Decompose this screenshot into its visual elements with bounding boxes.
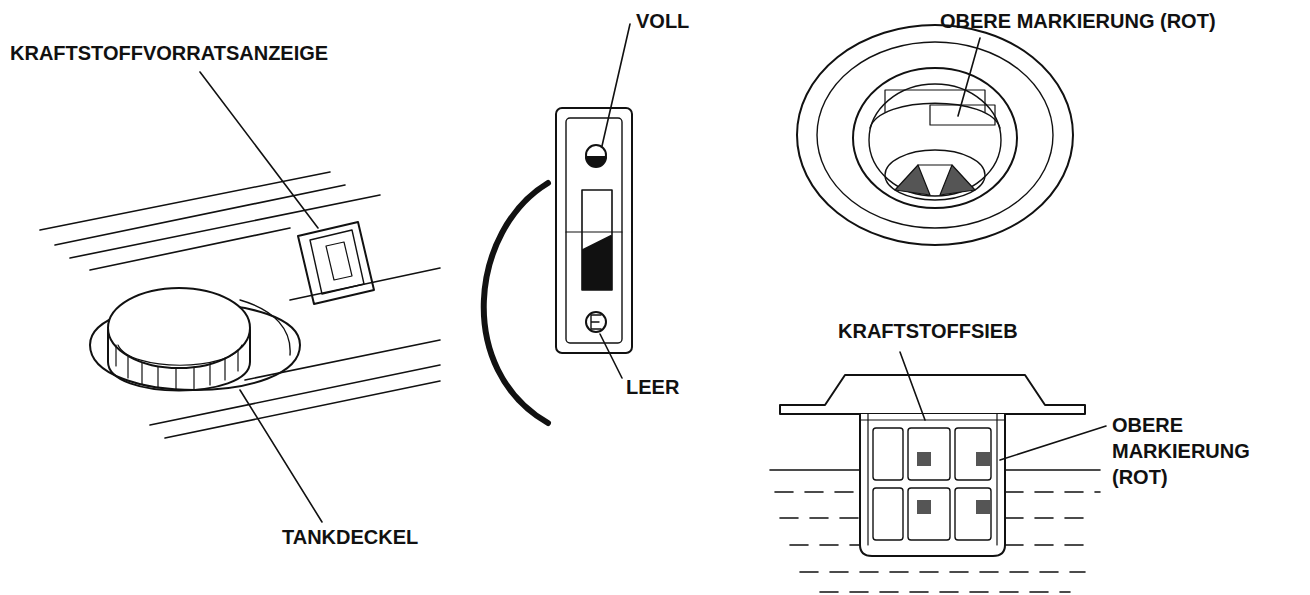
leader-lines (200, 24, 1106, 522)
strainer-section (770, 375, 1100, 592)
fuel-gauge-large (556, 108, 632, 353)
part-label: OBERE MARKIERUNG (ROT) (940, 8, 1216, 34)
tank-surface (40, 172, 440, 438)
part-label: VOLL (636, 8, 689, 34)
part-label: KRAFTSTOFFVORRATSANZEIGE (10, 40, 328, 66)
magnify-bracket (484, 183, 548, 423)
strainer-top-view (797, 25, 1073, 245)
fuel-gauge-small (298, 222, 374, 304)
part-label: TANKDECKEL (282, 524, 418, 550)
tank-cap (90, 288, 300, 391)
part-label: KRAFTSTOFFSIEB (838, 318, 1018, 344)
part-label: OBERE MARKIERUNG (ROT) (1112, 412, 1282, 490)
part-label: LEER (626, 374, 679, 400)
